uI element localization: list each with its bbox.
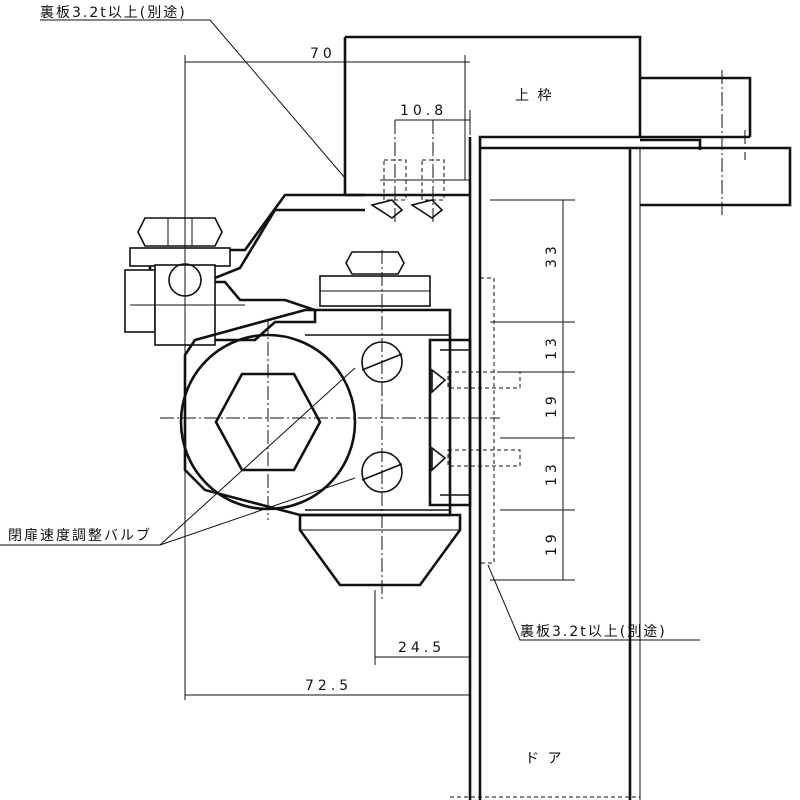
dim-19-b: 19	[544, 530, 560, 556]
dim-13-b: 13	[544, 460, 560, 486]
door-label: ド ア	[525, 751, 563, 767]
dimension-lines	[184, 55, 575, 700]
door-bracket	[428, 277, 521, 564]
upper-frame-label: 上 枠	[515, 88, 553, 104]
leader-lines	[0, 19, 700, 641]
dim-13-a: 13	[544, 334, 560, 360]
dim-70: 70	[310, 46, 336, 62]
valve-label: 閉扉速度調整バルブ	[8, 527, 152, 544]
closer-body	[179, 308, 462, 587]
dim-10-8: 10.8	[400, 103, 447, 119]
arm-assembly	[124, 193, 431, 346]
dim-33: 33	[544, 242, 560, 268]
door	[450, 146, 641, 800]
back-plate-label-right: 裏板3.2t以上(別途)	[520, 623, 667, 640]
back-plate-label-top: 裏板3.2t以上(別途)	[40, 4, 187, 21]
dim-24-5: 24.5	[398, 640, 445, 656]
frame-screws	[370, 120, 470, 225]
dim-19-a: 19	[544, 392, 560, 418]
dim-72-5: 72.5	[305, 678, 352, 694]
